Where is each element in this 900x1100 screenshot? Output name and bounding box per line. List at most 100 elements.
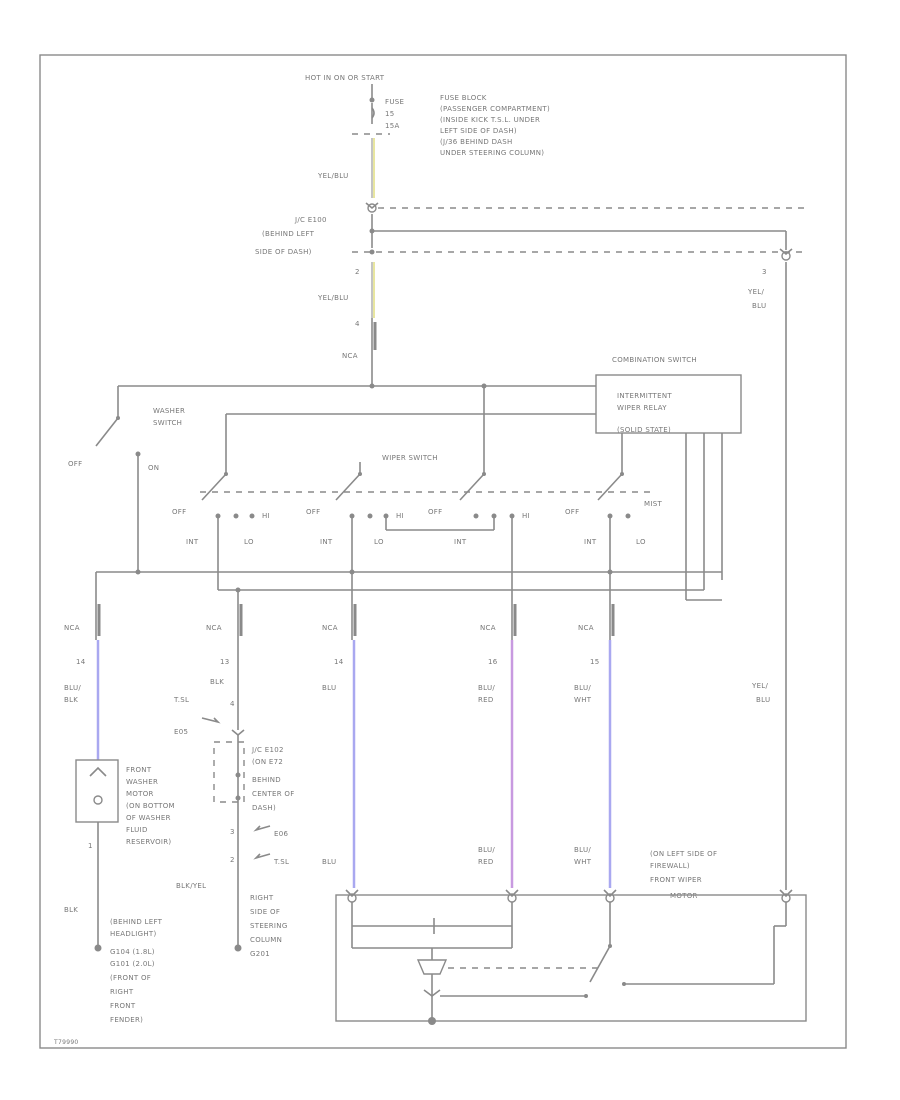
blu-wht-1: BLU/ (574, 684, 591, 692)
wire-yel-blu-1-label: YEL/BLU (317, 172, 349, 180)
ground-mid-5: G201 (250, 950, 270, 958)
blu-wht-2: WHT (574, 696, 592, 704)
ground-mid-2: SIDE OF (250, 908, 280, 916)
jc-e100-1: J/C E100 (294, 216, 327, 224)
wiper-motor-armature (416, 959, 448, 975)
ground-mid-3: STEERING (250, 922, 288, 930)
fuse-desc-6: UNDER STEERING COLUMN) (440, 149, 544, 157)
blu-red-2: RED (478, 696, 494, 704)
nca-top-label: NCA (342, 352, 358, 360)
washer-on: ON (148, 464, 159, 472)
fuse-desc-4: LEFT SIDE OF DASH) (440, 127, 517, 135)
sw4-lo: LO (636, 538, 646, 546)
jc-e100-3: SIDE OF DASH) (255, 248, 312, 256)
nca-5: NCA (578, 624, 594, 632)
blu-blk-1: BLU/ (64, 684, 81, 692)
fuse-desc-2: (PASSENGER COMPARTMENT) (440, 105, 550, 113)
washer-switch (95, 416, 141, 457)
fuse-number: 15 (385, 110, 395, 118)
sw1-hi: HI (262, 512, 270, 520)
blu-red-1: BLU/ (478, 684, 495, 692)
washer-motor-7: RESERVOIR) (126, 838, 171, 846)
wiper-motor-box (335, 894, 807, 1022)
blu-wht-3: BLU/ (574, 846, 591, 854)
blu-wht-4: WHT (574, 858, 592, 866)
tsl-label: T.SL (173, 696, 189, 704)
sw4-int: INT (584, 538, 597, 546)
c14-1: 14 (76, 658, 86, 666)
connector-washer (95, 600, 101, 640)
yel-blu-right2-1: YEL/ (751, 682, 768, 690)
ground-mid-4: COLUMN (250, 936, 282, 944)
ground-left-dot (94, 944, 102, 952)
pin-3: 3 (762, 268, 767, 276)
jc-e102-2: (ON E72 (252, 758, 283, 766)
nca-4: NCA (480, 624, 496, 632)
c13: 13 (220, 658, 230, 666)
washer-switch-label-2: SWITCH (153, 419, 182, 427)
nca-2: NCA (206, 624, 222, 632)
ground-left-3: G104 (1.8L) (110, 948, 155, 956)
yel-blu-right-1: YEL/ (747, 288, 764, 296)
ground-left-7: FRONT (110, 1002, 136, 1010)
sw3-hi: HI (522, 512, 530, 520)
e06-label: E06 (274, 830, 288, 838)
sw2-off: OFF (306, 508, 320, 516)
pin-1: 1 (88, 842, 93, 850)
connector-nca-top (371, 318, 377, 352)
connector-blu-wht (609, 600, 615, 640)
sw4-off: OFF (565, 508, 579, 516)
wiper-motor-4: MOTOR (670, 892, 698, 900)
blu-blk-2: BLK (64, 696, 78, 704)
wiper-motor-ground (428, 1017, 436, 1025)
washer-motor-1: FRONT (126, 766, 152, 774)
wiper-motor-connectors (345, 889, 793, 903)
combo-switch-title: COMBINATION SWITCH (612, 356, 697, 364)
connector-blu (351, 600, 357, 640)
washer-motor-5: OF WASHER (126, 814, 171, 822)
ground-left-6: RIGHT (110, 988, 134, 996)
washer-motor-6: FLUID (126, 826, 148, 834)
blk-yel-label: BLK/YEL (176, 882, 206, 890)
ground-left-1: (BEHIND LEFT (110, 918, 163, 926)
c15: 15 (590, 658, 600, 666)
jc-e102-1: J/C E102 (251, 746, 284, 754)
diagram-id: T79990 (53, 1039, 79, 1046)
wiper-motor-1: (ON LEFT SIDE OF (650, 850, 717, 858)
relay-label-2: WIPER RELAY (617, 404, 667, 412)
intermittent-relay-box (595, 374, 742, 434)
washer-motor-4: (ON BOTTOM (126, 802, 175, 810)
ground-left-5: (FRONT OF (110, 974, 151, 982)
yel-blu-right2-2: BLU (756, 696, 770, 704)
washer-motor-3: MOTOR (126, 790, 154, 798)
hot-label: HOT IN ON OR START (305, 74, 385, 82)
wiper-switch-label: WIPER SWITCH (382, 454, 438, 462)
blu-red-3: BLU/ (478, 846, 495, 854)
ground-mid-1: RIGHT (250, 894, 274, 902)
fuse-desc-1: FUSE BLOCK (440, 94, 487, 102)
sw1-off: OFF (172, 508, 186, 516)
nca-1: NCA (64, 624, 80, 632)
connector-blu-red (511, 600, 517, 640)
wire-yel-blu-2-label: YEL/BLU (317, 294, 349, 302)
blu-label-2: BLU (322, 858, 336, 866)
pin-2b: 2 (230, 856, 235, 864)
sw4-mist: MIST (644, 500, 662, 508)
jc-e102-4: CENTER OF (252, 790, 295, 798)
relay-label-3: (SOLID STATE) (617, 426, 671, 434)
blu-red-4: RED (478, 858, 494, 866)
sw1-int: INT (186, 538, 199, 546)
yel-blu-right-2: BLU (752, 302, 766, 310)
sw1-lo: LO (244, 538, 254, 546)
relay-label-1: INTERMITTENT (617, 392, 672, 400)
pin-4b: 4 (230, 700, 235, 708)
jc-e102-5: DASH) (252, 804, 276, 812)
ground-mid-dot (234, 944, 242, 952)
diagram-frame (39, 54, 847, 1049)
pin-3b: 3 (230, 828, 235, 836)
fuse-symbol (371, 103, 375, 124)
ground-left-8: FENDER) (110, 1016, 143, 1024)
c-e05: E05 (174, 728, 188, 736)
washer-off: OFF (68, 460, 82, 468)
